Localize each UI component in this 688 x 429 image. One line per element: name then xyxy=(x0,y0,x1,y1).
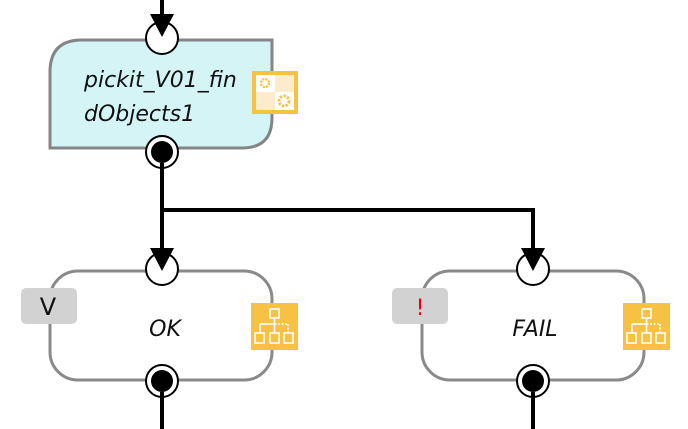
hierarchy-icon[interactable] xyxy=(623,303,670,350)
badge-ok-text: V xyxy=(40,293,57,321)
node-fail-label: FAIL xyxy=(512,317,557,342)
arrow-head-icon xyxy=(150,248,174,271)
node-find-objects-body[interactable] xyxy=(48,38,274,150)
output-port-dot xyxy=(151,141,173,163)
node-find-objects-label-line1: pickit_V01_fin xyxy=(83,68,237,93)
status-badge-fail: ! xyxy=(392,288,448,324)
node-ok-label: OK xyxy=(149,317,182,342)
node-find-objects-label-line2: dObjects1 xyxy=(84,102,195,127)
status-badge-ok: V xyxy=(21,288,77,324)
node-fail[interactable]: FAIL ! xyxy=(392,248,670,429)
hierarchy-icon[interactable] xyxy=(251,303,298,350)
node-ok[interactable]: OK V xyxy=(21,248,298,429)
fail-output-port-dot xyxy=(522,370,544,392)
gear-puzzle-icon[interactable] xyxy=(252,71,298,114)
badge-fail-text: ! xyxy=(416,296,425,321)
arrow-head-icon xyxy=(150,14,174,37)
edge-to-fail[interactable] xyxy=(162,208,535,250)
node-find-objects[interactable]: pickit_V01_fin dObjects1 xyxy=(48,14,298,169)
ok-output-port-dot xyxy=(151,370,173,392)
arrow-head-icon xyxy=(521,248,545,271)
